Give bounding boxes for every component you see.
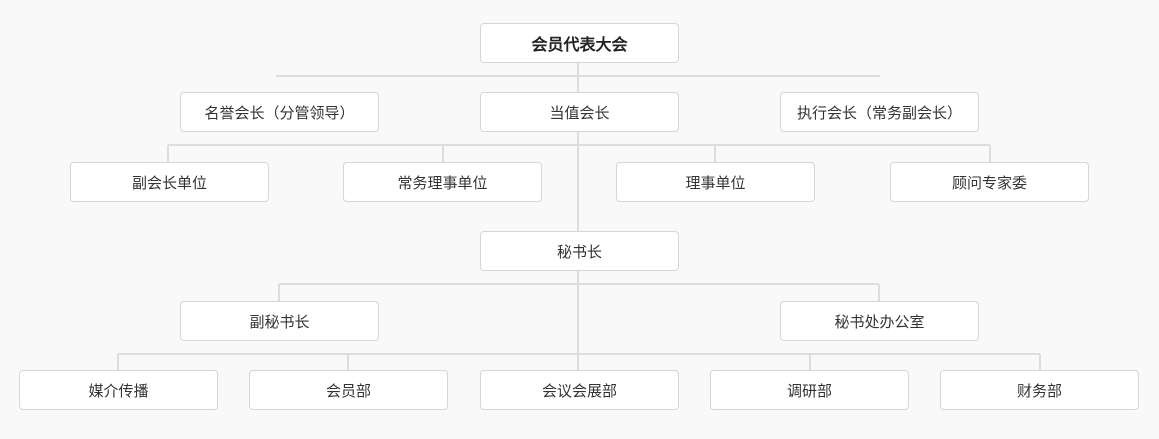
node-duty-president: 当值会长 [480, 92, 679, 132]
node-secretariat-office: 秘书处办公室 [780, 301, 979, 341]
node-finance-dept: 财务部 [940, 370, 1139, 410]
node-media: 媒介传播 [19, 370, 218, 410]
node-executive-president: 执行会长（常务副会长） [780, 92, 979, 132]
node-conference-dept: 会议会展部 [480, 370, 679, 410]
node-vice-president-units: 副会长单位 [70, 162, 269, 202]
node-expert-committee: 顾问专家委 [890, 162, 1089, 202]
node-research-dept: 调研部 [710, 370, 909, 410]
node-deputy-secretary-general: 副秘书长 [180, 301, 379, 341]
node-honorary-president: 名誉会长（分管领导） [180, 92, 379, 132]
node-director-units: 理事单位 [616, 162, 815, 202]
node-root: 会员代表大会 [480, 23, 679, 63]
node-secretary-general: 秘书长 [480, 231, 679, 271]
node-membership-dept: 会员部 [249, 370, 448, 410]
node-standing-director-units: 常务理事单位 [343, 162, 542, 202]
